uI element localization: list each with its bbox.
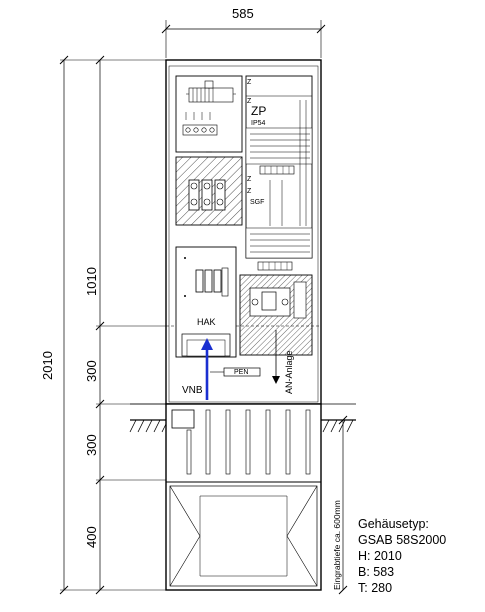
pen-bar [210,367,261,377]
lower-cabinet [166,409,321,587]
housing-model: GSAB 58S2000 [358,533,447,547]
z-mark-2: Z [247,98,252,105]
z-mark-3: Z [247,176,252,183]
hak-label: HAK [197,317,216,327]
upper-height-label: 1010 [84,267,99,296]
left-height-dimension [59,55,168,595]
top-width-dimension [161,20,326,58]
meter-section [245,75,313,271]
width-label: 585 [232,6,254,21]
ground-height-label: 300 [84,434,99,456]
vnb-label: VNB [182,385,203,396]
pen-label: PEN [234,369,249,376]
depth-dimension [338,415,348,595]
sgf-label: SGF [250,199,265,206]
depth-note: Eingrabtiefe ca. 600mm [332,500,342,590]
zp-label: ZP [251,104,267,118]
z-mark-1: Z [247,79,252,86]
housing-height: H: 2010 [358,549,402,563]
bottom-height-label: 400 [84,526,99,548]
vnb-arrow[interactable] [201,338,213,400]
an-anlage-panel [239,274,313,384]
housing-title: Gehäusetyp: [358,517,429,531]
middle-height-label: 300 [84,360,99,382]
upper-left-panel [175,75,243,153]
total-height-label: 2010 [40,351,55,380]
housing-depth: T: 280 [358,581,393,595]
z-mark-4: Z [247,188,252,195]
fuse-panel-hatched [175,156,243,226]
an-anlage-label: AN-Anlage [284,350,294,394]
ip54-label: IP54 [251,120,266,127]
housing-width: B: 583 [358,565,395,579]
